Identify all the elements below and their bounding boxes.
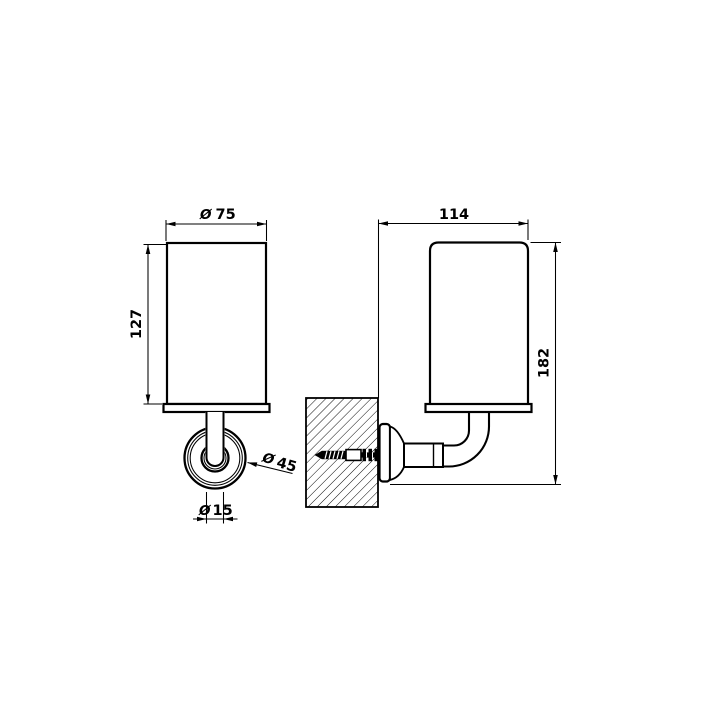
- dim-rosette-diameter: Ø 45: [247, 450, 299, 476]
- front-view: Ø 75 127 Ø 45 Ø: [129, 207, 299, 524]
- cup-body-side: [428, 241, 530, 404]
- dim-depth: 114: [377, 207, 529, 398]
- support-arm: [443, 412, 491, 468]
- dim-overall-height-value: 182: [537, 348, 553, 378]
- dim-stem-diameter-value: 15: [213, 503, 233, 519]
- wall-flange-side: [378, 422, 444, 483]
- cup-body-front: [165, 241, 268, 406]
- dim-stem-diameter-symbol: Ø: [198, 503, 212, 519]
- cup-rim-front: [162, 402, 271, 414]
- dim-overall-height: 182: [390, 241, 561, 486]
- stem-front: [205, 412, 225, 467]
- dim-cup-diameter-value: 75: [216, 207, 236, 223]
- dim-stem-diameter: Ø 15: [193, 492, 238, 524]
- side-view: 114 182: [305, 207, 561, 508]
- dim-rosette-diameter-value: 45: [275, 455, 299, 476]
- dim-cup-diameter: Ø 75: [165, 207, 268, 241]
- dim-cup-height: 127: [129, 243, 166, 405]
- cup-rim-side: [424, 402, 533, 414]
- dim-cup-height-value: 127: [129, 309, 145, 339]
- dim-depth-value: 114: [439, 207, 469, 223]
- dim-cup-diameter-symbol: Ø: [199, 207, 213, 223]
